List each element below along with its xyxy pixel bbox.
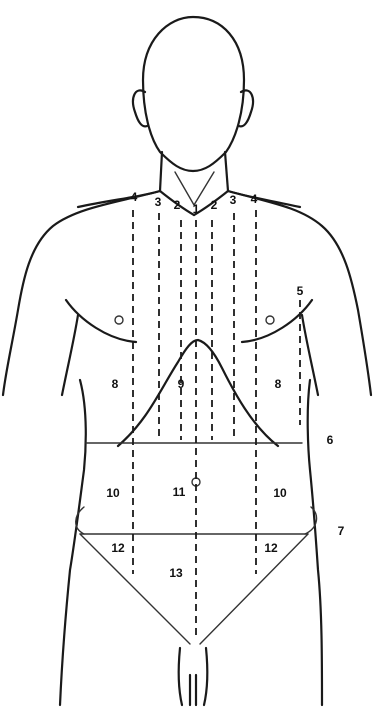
head-outline — [143, 17, 244, 171]
label-10-right: 10 — [273, 486, 287, 500]
neck-left — [160, 152, 162, 191]
label-7: 7 — [338, 524, 345, 538]
left-nipple — [115, 316, 123, 324]
label-3-left: 3 — [155, 195, 162, 209]
right-nipple — [266, 316, 274, 324]
label-1: 1 — [193, 202, 200, 216]
label-13: 13 — [169, 566, 183, 580]
left-body-outline — [3, 191, 160, 395]
label-9: 9 — [178, 377, 185, 391]
neck-right — [225, 152, 228, 191]
label-10-left: 10 — [106, 486, 120, 500]
label-4-right: 4 — [251, 192, 258, 206]
label-8-left: 8 — [112, 377, 119, 391]
genitals — [179, 648, 208, 705]
left-inner-arm — [62, 315, 78, 395]
label-5: 5 — [297, 284, 304, 298]
label-8-right: 8 — [275, 377, 282, 391]
right-torso-side — [308, 380, 322, 705]
pubic-triangle-right — [200, 534, 308, 644]
left-torso-side — [60, 380, 86, 705]
label-3-right: 3 — [230, 193, 237, 207]
label-2-left: 2 — [174, 198, 181, 212]
label-2-right: 2 — [211, 198, 218, 212]
pubic-triangle-left — [80, 534, 190, 644]
label-6: 6 — [327, 433, 334, 447]
label-12-left: 12 — [111, 541, 125, 555]
label-12-right: 12 — [264, 541, 278, 555]
label-11: 11 — [173, 485, 186, 499]
label-4-left: 4 — [131, 190, 138, 204]
right-pectoral — [242, 300, 312, 342]
costal-arch — [118, 340, 278, 446]
